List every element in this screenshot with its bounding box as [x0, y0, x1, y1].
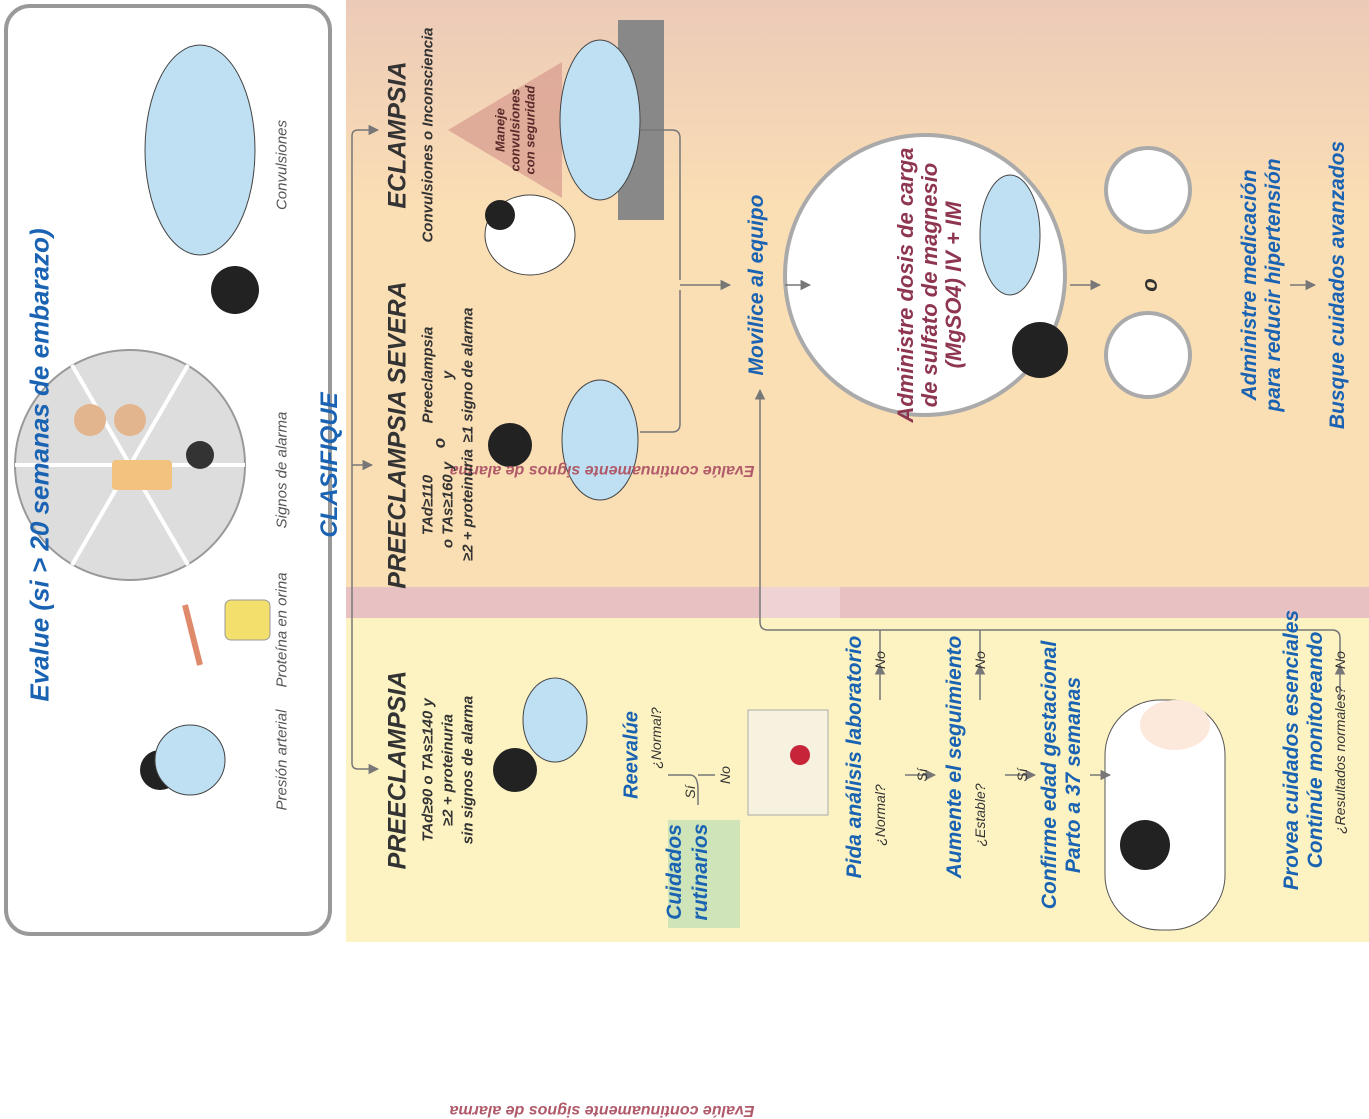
- reevaluate-no: No: [717, 766, 733, 784]
- flowchart-background: [4, 0, 1369, 942]
- reevaluate-step: Reevalúe: [620, 711, 643, 799]
- severe-criteria-left-2: o TAs≥160 y: [439, 461, 457, 549]
- severe-criteria-right-3: ≥1 signo de alarma: [459, 307, 477, 443]
- banner-right: Evalúe continuamente signos de alarma: [449, 1102, 755, 1119]
- label-urine-protein: Proteína en orina: [273, 572, 291, 688]
- preeclampsia-criteria-3: sin signos de alarma: [459, 695, 477, 845]
- results-question: ¿Resultados normales?: [1332, 686, 1348, 834]
- advanced-care-step: Busque cuidados avanzados: [1326, 140, 1349, 430]
- medication-or: o: [1137, 278, 1162, 292]
- routine-care-box: [668, 820, 740, 928]
- preeclampsia-title: PREECLAMPSIA: [383, 670, 412, 870]
- label-alarm-signs: Signos de alarma: [273, 411, 291, 529]
- severe-criteria-left-1: TAd≥110: [419, 474, 437, 536]
- provide-step-2: Continúe monitoreando: [1304, 631, 1327, 869]
- reevaluate-yes: Sí: [682, 785, 698, 799]
- reevaluate-question: ¿Normal?: [648, 707, 664, 769]
- preeclampsia-criteria-1: TAd≥90 o TAs≥140 y: [419, 698, 437, 842]
- routine-care-label: Cuidados rutinarios: [663, 823, 712, 921]
- assessment-title: Evalue (si > 20 semanas de embarazo): [24, 228, 55, 702]
- eclampsia-subtitle: Convulsiones o Inconsciencia: [419, 27, 437, 243]
- mgso4-step-2: de sulfato de magnesio: [917, 162, 942, 408]
- lab-step: Pida análisis laboratorio: [843, 635, 866, 879]
- stable-no: No: [972, 651, 988, 669]
- lab-no: No: [872, 651, 888, 669]
- eclampsia-triangle: [448, 62, 562, 198]
- alarm-signs-wheel: [14, 349, 246, 581]
- increase-step: Aumente el seguimiento: [943, 635, 966, 879]
- hypertension-step-2: para reducir hipertensión: [1262, 158, 1285, 412]
- preeclampsia-criteria-2: ≥2 + proteinuria: [439, 713, 457, 827]
- provide-step-1: Provea cuidados esenciales: [1280, 609, 1303, 891]
- mobilize-step: Movilice al equipo: [745, 194, 768, 376]
- severe-or: o: [430, 437, 449, 449]
- mgso4-step-3: (MgSO4) IV + IM: [941, 201, 966, 369]
- stable-yes: Sí: [1014, 768, 1030, 782]
- banner-left: Evalúe continuamente signos de alarma: [449, 462, 755, 479]
- severe-preeclampsia-title: PREECLAMPSIA SEVERA: [383, 281, 412, 589]
- hypertension-step-1: Administre medicación: [1238, 169, 1261, 401]
- stable-question: ¿Estable?: [972, 783, 988, 847]
- severe-criteria-right-1: Preeclampsia: [419, 326, 437, 424]
- results-no: No: [1332, 651, 1348, 669]
- eclampsia-triangle-label: Maneje convulsiones con seguridad: [492, 85, 538, 175]
- eclampsia-title: ECLAMPSIA: [383, 61, 412, 209]
- lab-question: ¿Normal?: [872, 784, 888, 846]
- lab-yes: Sí: [914, 768, 930, 782]
- confirm-step-1: Confirme edad gestacional: [1038, 640, 1061, 910]
- confirm-step-2: Parto a 37 semanas: [1062, 676, 1085, 874]
- warning-banner: [346, 587, 1369, 618]
- label-convulsions: Convulsiones: [273, 119, 291, 211]
- classify-label: CLASIFIQUE: [316, 392, 343, 538]
- mgso4-step-1: Administre dosis de carga: [893, 147, 918, 423]
- severe-criteria-left-3: ≥2 + proteinuria: [459, 448, 477, 562]
- label-blood-pressure: Presión arterial: [273, 709, 291, 811]
- severe-criteria-right-2: y: [439, 370, 457, 380]
